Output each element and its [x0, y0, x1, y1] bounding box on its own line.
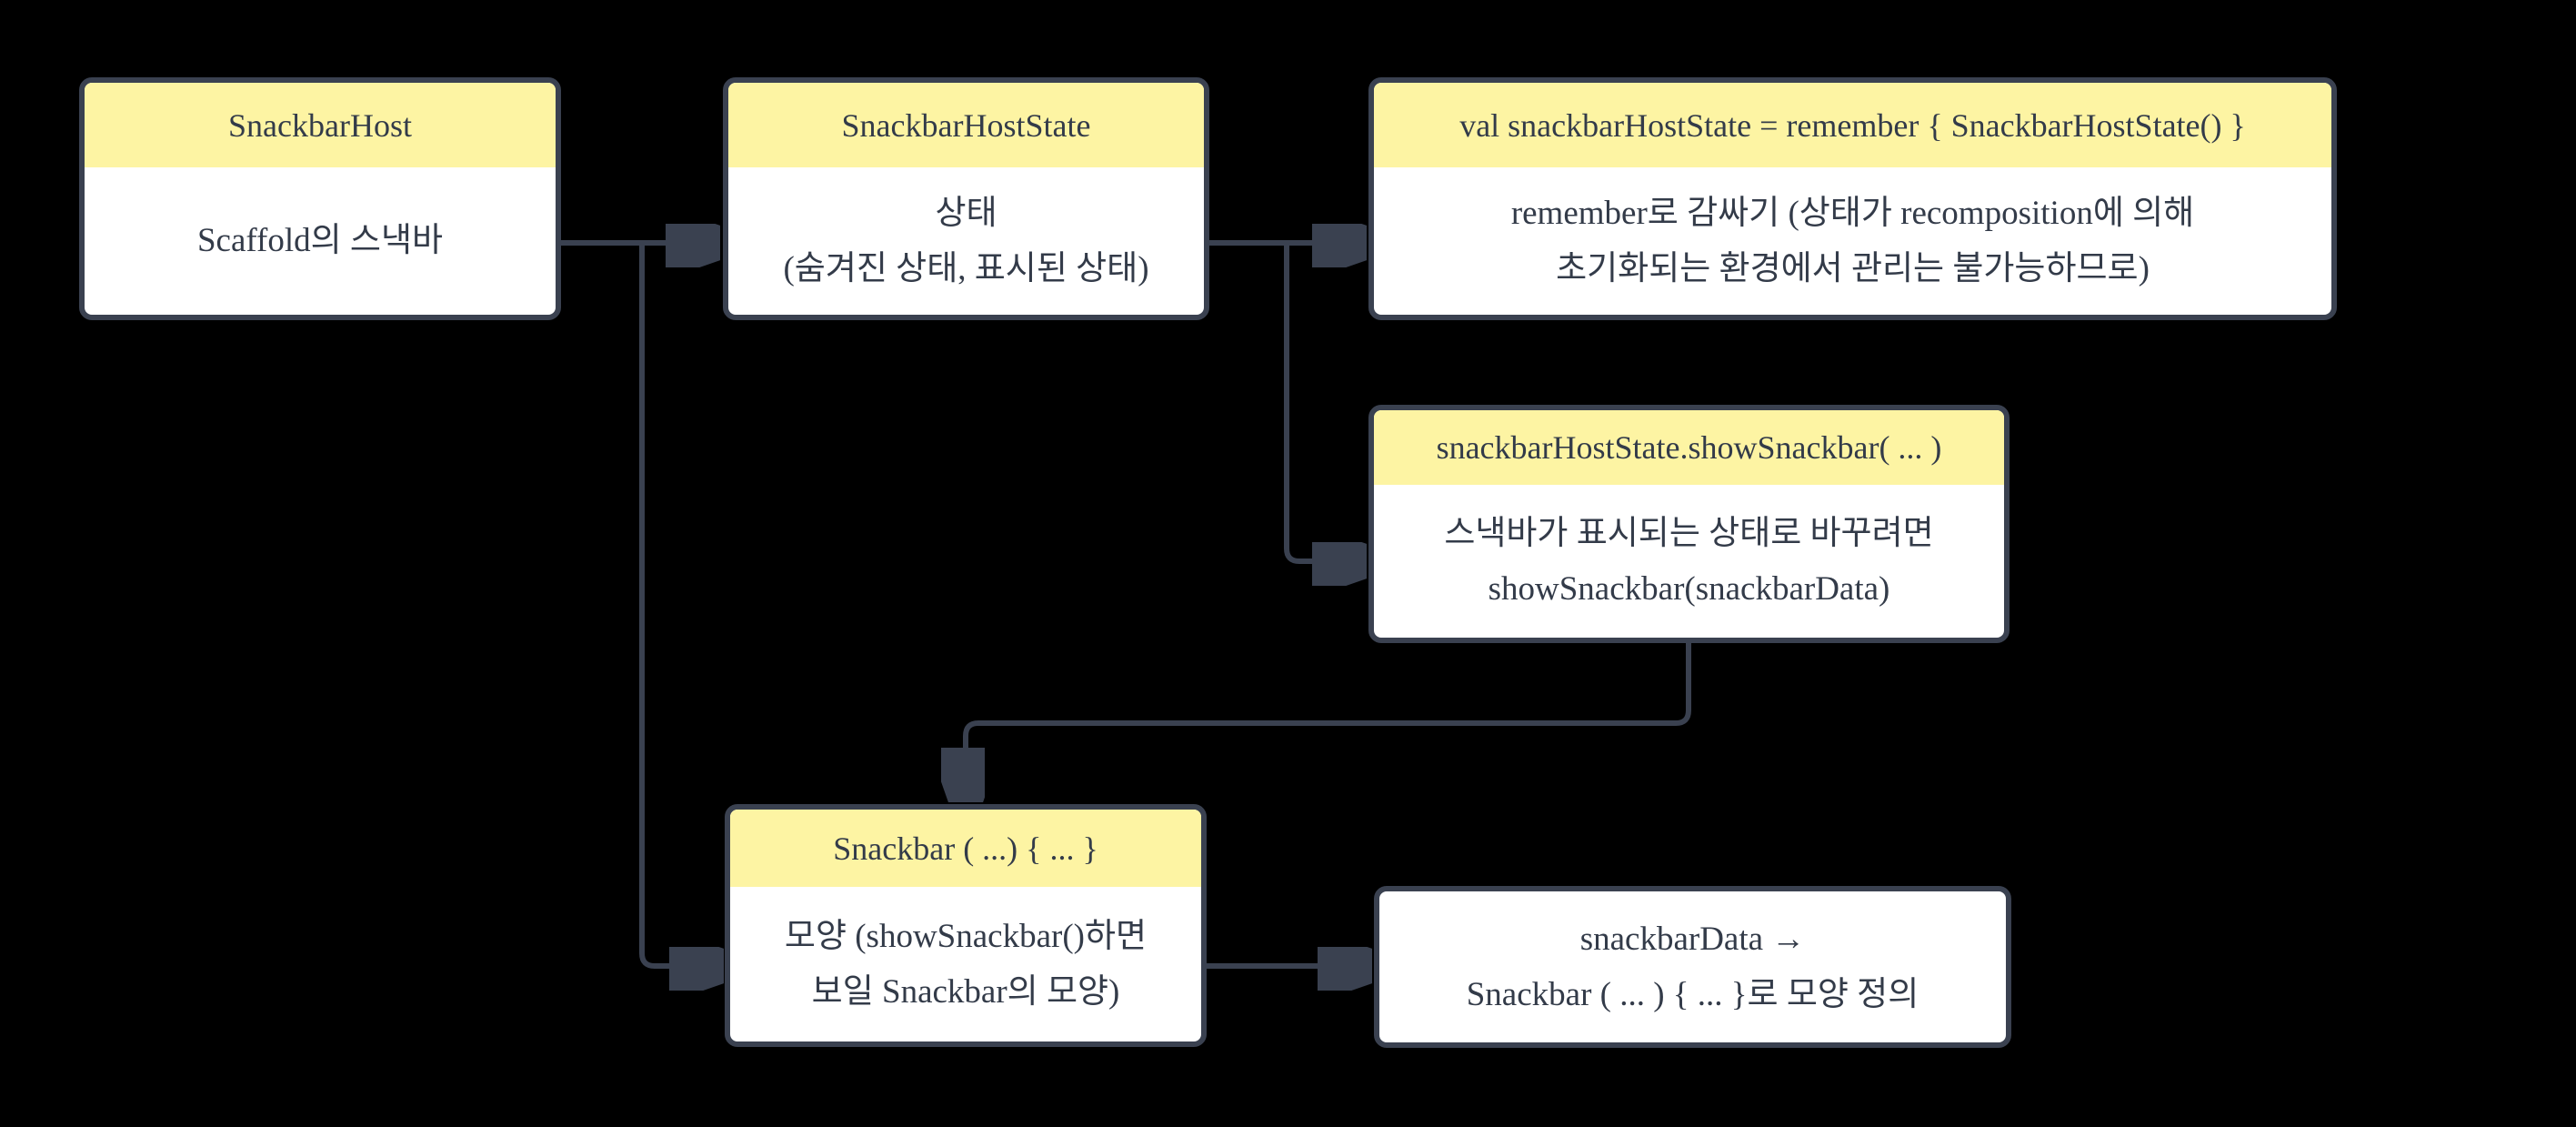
- body-line: 상태: [935, 194, 997, 232]
- body-line: 보일 Snackbar의 모양): [811, 973, 1120, 1011]
- edge-host-to-snackbar: [639, 243, 718, 966]
- body-line: 모양 (showSnackbar()하면: [784, 917, 1148, 955]
- node-snackbar-composable[interactable]: Snackbar ( ...) { ... } 모양 (showSnackbar…: [725, 804, 1207, 1047]
- node-remember-snippet-body: remember로 감싸기 (상태가 recomposition에 의해 초기화…: [1374, 167, 2331, 315]
- node-snackbarhost-title: SnackbarHost: [85, 83, 556, 167]
- node-snackbardata-note[interactable]: snackbarData → Snackbar ( ... ) { ... }로…: [1374, 886, 2011, 1048]
- body-line: Scaffold의 스낵바: [196, 222, 444, 260]
- body-line: showSnackbar(snackbarData): [1488, 570, 1890, 608]
- node-snackbarhoststate-title: SnackbarHostState: [728, 83, 1204, 167]
- node-remember-snippet[interactable]: val snackbarHostState = remember { Snack…: [1368, 77, 2337, 320]
- node-snackbarhost-body: Scaffold의 스낵바: [85, 167, 556, 315]
- node-snackbardata-note-body: snackbarData → Snackbar ( ... ) { ... }로…: [1379, 891, 2006, 1042]
- body-line: (숨겨진 상태, 표시된 상태): [783, 250, 1149, 287]
- edge-showsnackbar-to-snackbar: [966, 643, 1691, 797]
- node-snackbarhoststate-body: 상태 (숨겨진 상태, 표시된 상태): [728, 167, 1204, 315]
- node-snackbar-composable-title: Snackbar ( ...) { ... }: [730, 810, 1201, 887]
- edge-state-to-showsnackbar: [1284, 243, 1361, 561]
- node-showsnackbar-call-title: snackbarHostState.showSnackbar( ... ): [1374, 410, 2004, 485]
- body-line: 스낵바가 표시되는 상태로 바꾸려면: [1444, 514, 1934, 552]
- node-showsnackbar-call-body: 스낵바가 표시되는 상태로 바꾸려면 showSnackbar(snackbar…: [1374, 485, 2004, 638]
- node-remember-snippet-title: val snackbarHostState = remember { Snack…: [1374, 83, 2331, 167]
- node-snackbar-composable-body: 모양 (showSnackbar()하면 보일 Snackbar의 모양): [730, 887, 1201, 1041]
- node-showsnackbar-call[interactable]: snackbarHostState.showSnackbar( ... ) 스낵…: [1368, 405, 2010, 643]
- node-snackbarhoststate[interactable]: SnackbarHostState 상태 (숨겨진 상태, 표시된 상태): [723, 77, 1209, 320]
- body-line: Snackbar ( ... ) { ... }로 모양 정의: [1466, 976, 1919, 1013]
- body-line: 초기화되는 환경에서 관리는 불가능하므로): [1556, 250, 2150, 287]
- node-snackbarhost[interactable]: SnackbarHost Scaffold의 스낵바: [79, 77, 561, 320]
- body-line: remember로 감싸기 (상태가 recomposition에 의해: [1510, 194, 2195, 232]
- body-line: snackbarData →: [1579, 920, 1806, 958]
